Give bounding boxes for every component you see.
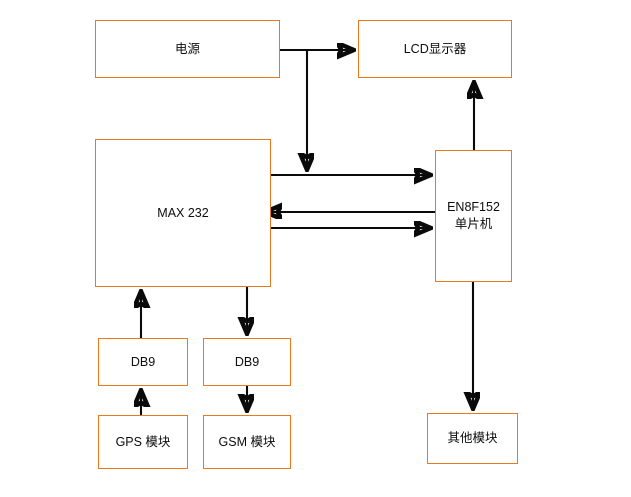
node-power-label: 电源 [174, 41, 200, 56]
node-db9-left[interactable]: DB9 [98, 338, 188, 386]
node-other-modules[interactable]: 其他模块 [427, 413, 518, 464]
node-max232[interactable]: MAX 232 [95, 139, 271, 287]
node-gps-module-label: GPS 模块 [115, 434, 171, 449]
node-gsm-module-label: GSM 模块 [218, 434, 276, 449]
node-db9-left-label: DB9 [130, 354, 156, 369]
node-mcu[interactable]: EN8F152 单片机 [435, 150, 512, 282]
node-db9-right-label: DB9 [234, 354, 260, 369]
node-other-modules-label: 其他模块 [447, 431, 498, 446]
node-mcu-sublabel: 单片机 [454, 217, 493, 231]
node-lcd-display-label: LCD显示器 [403, 41, 467, 56]
node-mcu-label: EN8F152 [447, 200, 500, 215]
node-gps-module[interactable]: GPS 模块 [98, 415, 188, 469]
node-max232-label: MAX 232 [157, 205, 209, 220]
node-gsm-module[interactable]: GSM 模块 [203, 415, 291, 469]
node-db9-right[interactable]: DB9 [203, 338, 291, 386]
node-power[interactable]: 电源 [95, 20, 280, 78]
node-lcd-display[interactable]: LCD显示器 [358, 20, 512, 78]
